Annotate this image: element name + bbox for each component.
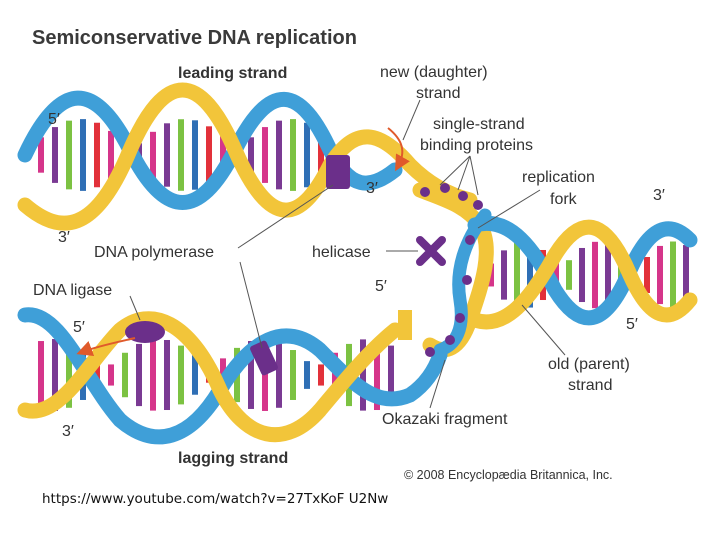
parent-base-7	[579, 247, 585, 303]
lagging-base-20	[318, 364, 324, 386]
parent-base-13	[657, 245, 663, 305]
pointer-lines	[129, 99, 566, 409]
label-leading-strand: leading strand	[178, 65, 287, 82]
leading-base-10	[178, 119, 184, 191]
lagging-base-25	[388, 345, 394, 405]
leading-base-1	[52, 127, 58, 183]
end-right-5: 5′	[626, 316, 638, 333]
parent-base-6	[566, 260, 572, 290]
leading-base-11	[192, 120, 198, 190]
parent-base-9	[605, 243, 611, 307]
parent-base-12	[644, 257, 650, 293]
leading-base-8	[150, 131, 156, 179]
leading-base-20	[318, 130, 324, 180]
parent-base-3	[527, 242, 533, 308]
single-strand-binding-protein-icons	[420, 183, 483, 357]
copyright-notice: © 2008 Encyclopædia Britannica, Inc.	[404, 468, 613, 482]
end-mid-5: 5′	[375, 278, 387, 295]
parent-base-14	[670, 241, 676, 309]
dna-ligase-icon	[125, 321, 165, 343]
end-right-3: 3′	[653, 187, 665, 204]
lagging-base-18	[290, 350, 296, 400]
parent-base-8	[592, 241, 598, 309]
lagging-base-17	[276, 342, 282, 408]
lagging-base-11	[192, 355, 198, 395]
lagging-base-8	[150, 339, 156, 411]
parent-helix-yellow-backbone	[467, 219, 698, 330]
labels: leading strand new (daughter) strand sin…	[33, 64, 630, 467]
leading-base-5	[108, 130, 114, 180]
leading-base-17	[276, 120, 282, 190]
label-new-daughter-strand-1: new (daughter)	[380, 64, 488, 81]
lagging-base-2	[66, 342, 72, 408]
helicase-icon	[416, 236, 446, 266]
label-dna-polymerase: DNA polymerase	[94, 244, 214, 261]
lagging-base-0	[38, 341, 44, 409]
lagging-helix-yellow-backbone	[17, 311, 403, 443]
lagging-base-5	[108, 364, 114, 386]
parent-base-5	[553, 263, 559, 287]
leading-base-0	[38, 137, 44, 173]
label-new-daughter-strand-2: strand	[416, 85, 460, 102]
lagging-base-19	[304, 361, 310, 389]
parent-base-2	[514, 242, 520, 308]
lagging-base-6	[122, 352, 128, 398]
leading-base-12	[206, 126, 212, 184]
lagging-base-1	[52, 339, 58, 411]
parent-base-1	[501, 250, 507, 300]
end-top-left-3: 3′	[58, 229, 70, 246]
leading-base-16	[262, 127, 268, 183]
label-helicase: helicase	[312, 244, 371, 261]
lagging-base-10	[178, 345, 184, 405]
parent-base-15	[683, 245, 689, 305]
end-top-left-5: 5′	[48, 111, 60, 128]
dna-polymerase-leading-icon	[326, 155, 350, 189]
leading-base-9	[164, 123, 170, 187]
lagging-base-23	[360, 339, 366, 411]
dna-polymerase-lagging-icon	[250, 340, 278, 376]
label-old-parent-strand-2: strand	[568, 377, 612, 394]
leading-base-3	[80, 119, 86, 191]
label-replication-fork-1: replication	[522, 169, 595, 186]
lagging-base-15	[248, 341, 254, 409]
label-ssb-1: single-strand	[433, 116, 525, 133]
leading-base-2	[66, 120, 72, 190]
parent-helix-blue-backbone	[467, 215, 698, 326]
leading-base-15	[248, 137, 254, 173]
label-old-parent-strand-1: old (parent)	[548, 356, 630, 373]
label-replication-fork-2: fork	[550, 191, 578, 208]
source-url: https://www.youtube.com/watch?v=27TxKoF …	[42, 491, 389, 507]
leading-base-13	[220, 136, 226, 174]
label-ssb-2: binding proteins	[420, 137, 533, 154]
label-lagging-strand: lagging strand	[178, 450, 288, 467]
end-top-mid-3: 3′	[366, 180, 378, 197]
end-bottom-left-5: 5′	[73, 319, 85, 336]
lagging-base-24	[374, 339, 380, 411]
lagging-base-7	[136, 343, 142, 407]
leading-base-19	[304, 122, 310, 188]
leading-direction-arrow	[387, 127, 410, 172]
diagram-title: Semiconservative DNA replication	[32, 27, 357, 49]
label-okazaki-fragment: Okazaki fragment	[382, 411, 508, 428]
leading-base-18	[290, 119, 296, 191]
lagging-base-9	[164, 339, 170, 411]
lagging-helix-blue-backbone	[17, 307, 448, 445]
label-dna-ligase: DNA ligase	[33, 282, 112, 299]
okazaki-primer	[398, 310, 412, 340]
enzymes	[125, 155, 483, 376]
lagging-direction-arrow	[76, 337, 136, 356]
end-bottom-left-3: 3′	[62, 423, 74, 440]
leading-base-4	[94, 122, 100, 188]
strand-end-labels: 5′ 3′ 3′ 3′ 5′ 5′ 5′ 3′	[48, 111, 665, 440]
